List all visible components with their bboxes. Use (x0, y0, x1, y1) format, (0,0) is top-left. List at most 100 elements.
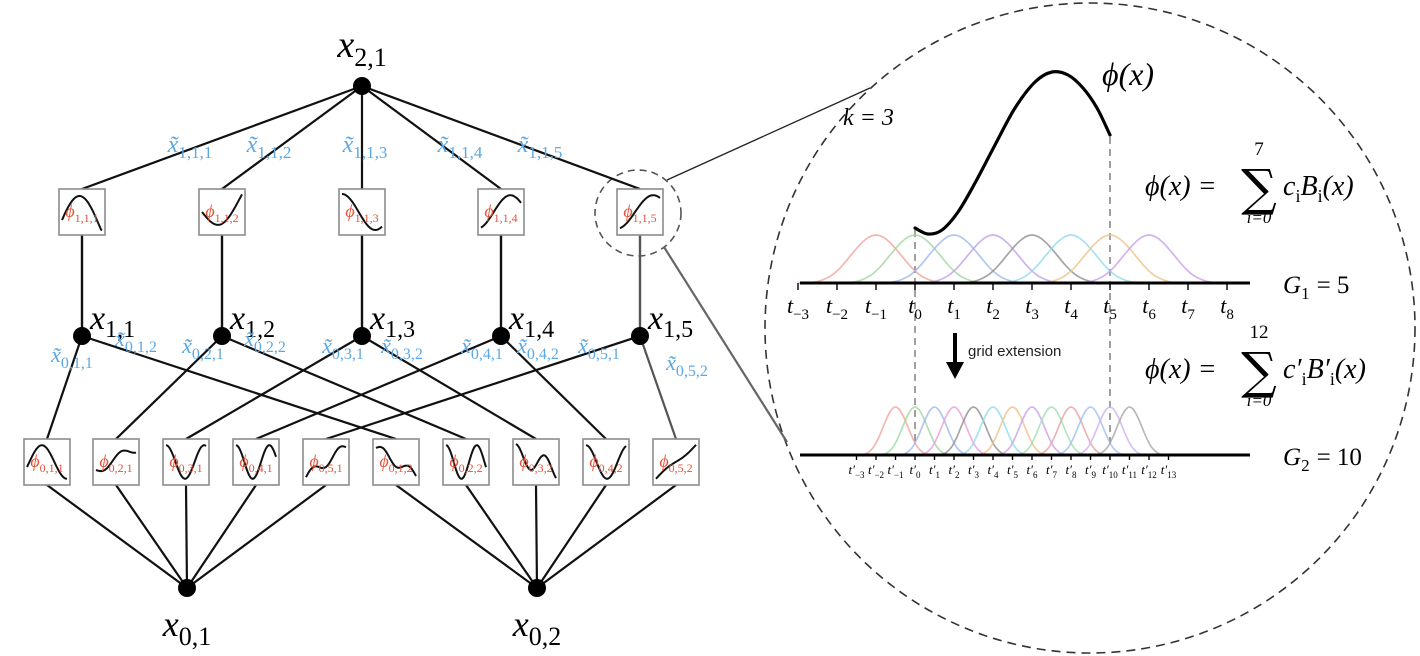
summation-upper-limit: 12 (1250, 322, 1269, 343)
knot-label-text: t (947, 293, 954, 318)
knot-label: t′8 (1066, 462, 1077, 480)
output-node (353, 77, 371, 95)
edge-line (46, 484, 188, 589)
knot-label-subscript: 0 (914, 307, 922, 323)
edge-label: x̃0,4,1 (460, 333, 503, 363)
knot-label-text: t (1220, 293, 1227, 318)
knot-label-text: t′ (929, 462, 936, 477)
knot-label-text: t′ (848, 462, 855, 477)
hidden-node-label: x1,2 (229, 300, 275, 343)
basis-function-curve (993, 234, 1149, 284)
edge-label-text: x̃ (380, 333, 391, 358)
edge-label-subscript: 0,1,2 (125, 339, 157, 356)
edge-label: x̃0,2,2 (243, 326, 286, 356)
activation-curve (165, 444, 207, 480)
edge-line (115, 484, 188, 589)
knot-label-text: t′ (949, 462, 956, 477)
activation-label: ϕ0,4,2 (589, 451, 622, 475)
activation-box: ϕ1,1,2 (198, 188, 246, 236)
activation-curve (585, 444, 627, 480)
grid-extension-label: grid extension (968, 343, 1061, 360)
activation-label-subscript: 0,5,1 (319, 461, 343, 475)
formula-term-text: c′ (1283, 354, 1302, 385)
activation-label: ϕ0,3,2 (519, 451, 552, 475)
edge-label-text: x̃ (437, 132, 450, 158)
basis-function-curve (1032, 234, 1188, 284)
hidden-node-label-subscript: 1,2 (245, 317, 275, 343)
knot-label-subscript: −2 (832, 307, 848, 323)
edge-label-text: x̃ (246, 132, 259, 158)
knot-label-subscript: 12 (1148, 470, 1157, 480)
knot-label: t′−1 (887, 462, 903, 480)
formula-fine: ϕ(x) =∑12i=0c′iB′i(x) (1145, 322, 1366, 410)
activation-box: ϕ0,2,2 (442, 438, 490, 486)
basis-function-curve (1090, 406, 1169, 456)
knot-label: t5 (1103, 293, 1117, 323)
activation-label-text: ϕ (379, 451, 388, 471)
hidden-node-label: x1,5 (647, 300, 693, 343)
edge-label-text: x̃ (167, 132, 180, 158)
formula-term-text: (x) (1335, 354, 1366, 385)
grid-size-label-text: = 10 (1317, 444, 1362, 471)
activation-box: ϕ0,5,2 (652, 438, 700, 486)
zoom-focus-circle (594, 169, 682, 257)
activation-box-frame (442, 438, 490, 486)
knot-label: t′−3 (848, 462, 865, 480)
knot-label-text: t′ (988, 462, 995, 477)
edge-label-subscript: 0,2,2 (254, 339, 286, 356)
edge-label-subscript: 1,1,4 (448, 143, 483, 162)
knot-label-subscript: 1 (935, 470, 940, 480)
hidden-node-3 (353, 327, 371, 345)
activation-label-text: ϕ (519, 451, 528, 471)
knot-label: t′6 (1027, 462, 1038, 480)
knot-label-text: t (865, 293, 872, 318)
activation-label: ϕ0,1,2 (379, 451, 412, 475)
activation-curve (235, 444, 277, 480)
edge-label: x̃0,5,1 (577, 333, 620, 363)
activation-label-subscript: 0,4,1 (249, 461, 273, 475)
basis-function-curve (1071, 406, 1149, 456)
knot-label-text: t′ (1007, 462, 1014, 477)
hidden-node-label-subscript: 1,5 (663, 317, 693, 343)
edge-line (536, 484, 677, 589)
edge-label-text: x̃ (321, 333, 332, 358)
knot-label-subscript: 0 (916, 470, 921, 480)
input-node-label: x0,2 (512, 604, 561, 651)
activation-label-subscript: 0,3,2 (529, 461, 553, 475)
hidden-node-label-text: x (229, 300, 245, 337)
summation-lower-limit: i=0 (1247, 208, 1272, 227)
edge-label-text: x̃ (460, 333, 471, 358)
edge-label-text: x̃ (516, 333, 527, 358)
activation-curve (26, 444, 68, 480)
knot-label-subscript: 7 (1052, 470, 1057, 480)
knot-label: t−3 (787, 293, 809, 323)
formula-term: c′iB′i(x) (1283, 354, 1366, 389)
edge-label-subscript: 0,2,1 (192, 346, 224, 363)
edge-label-subscript: 0,4,1 (471, 346, 503, 363)
edge-label-text: x̃ (181, 333, 192, 358)
knot-label-text: t′ (968, 462, 975, 477)
basis-function-curve (993, 406, 1071, 456)
input-node-label-subscript: 0,2 (529, 622, 562, 651)
activation-label: ϕ0,3,1 (169, 451, 202, 475)
knot-label-text: t (1103, 293, 1110, 318)
formula-term-text: B (1300, 171, 1317, 202)
edge-label: x̃0,1,2 (114, 326, 157, 356)
knot-label-subscript: 7 (1187, 307, 1195, 323)
activation-label-text: ϕ (623, 201, 632, 221)
edge-label-text: x̃ (50, 342, 61, 367)
hidden-node-5 (631, 327, 649, 345)
knot-label: t7 (1181, 293, 1195, 323)
activation-label-text: ϕ (30, 451, 39, 471)
knot-label: t′1 (929, 462, 940, 480)
knot-label-text: t (1181, 293, 1188, 318)
edge-line (45, 335, 84, 440)
knot-label: t0 (908, 293, 922, 323)
knot-label: t′12 (1141, 462, 1156, 480)
edge-line (534, 484, 539, 589)
edge-line (325, 334, 641, 441)
